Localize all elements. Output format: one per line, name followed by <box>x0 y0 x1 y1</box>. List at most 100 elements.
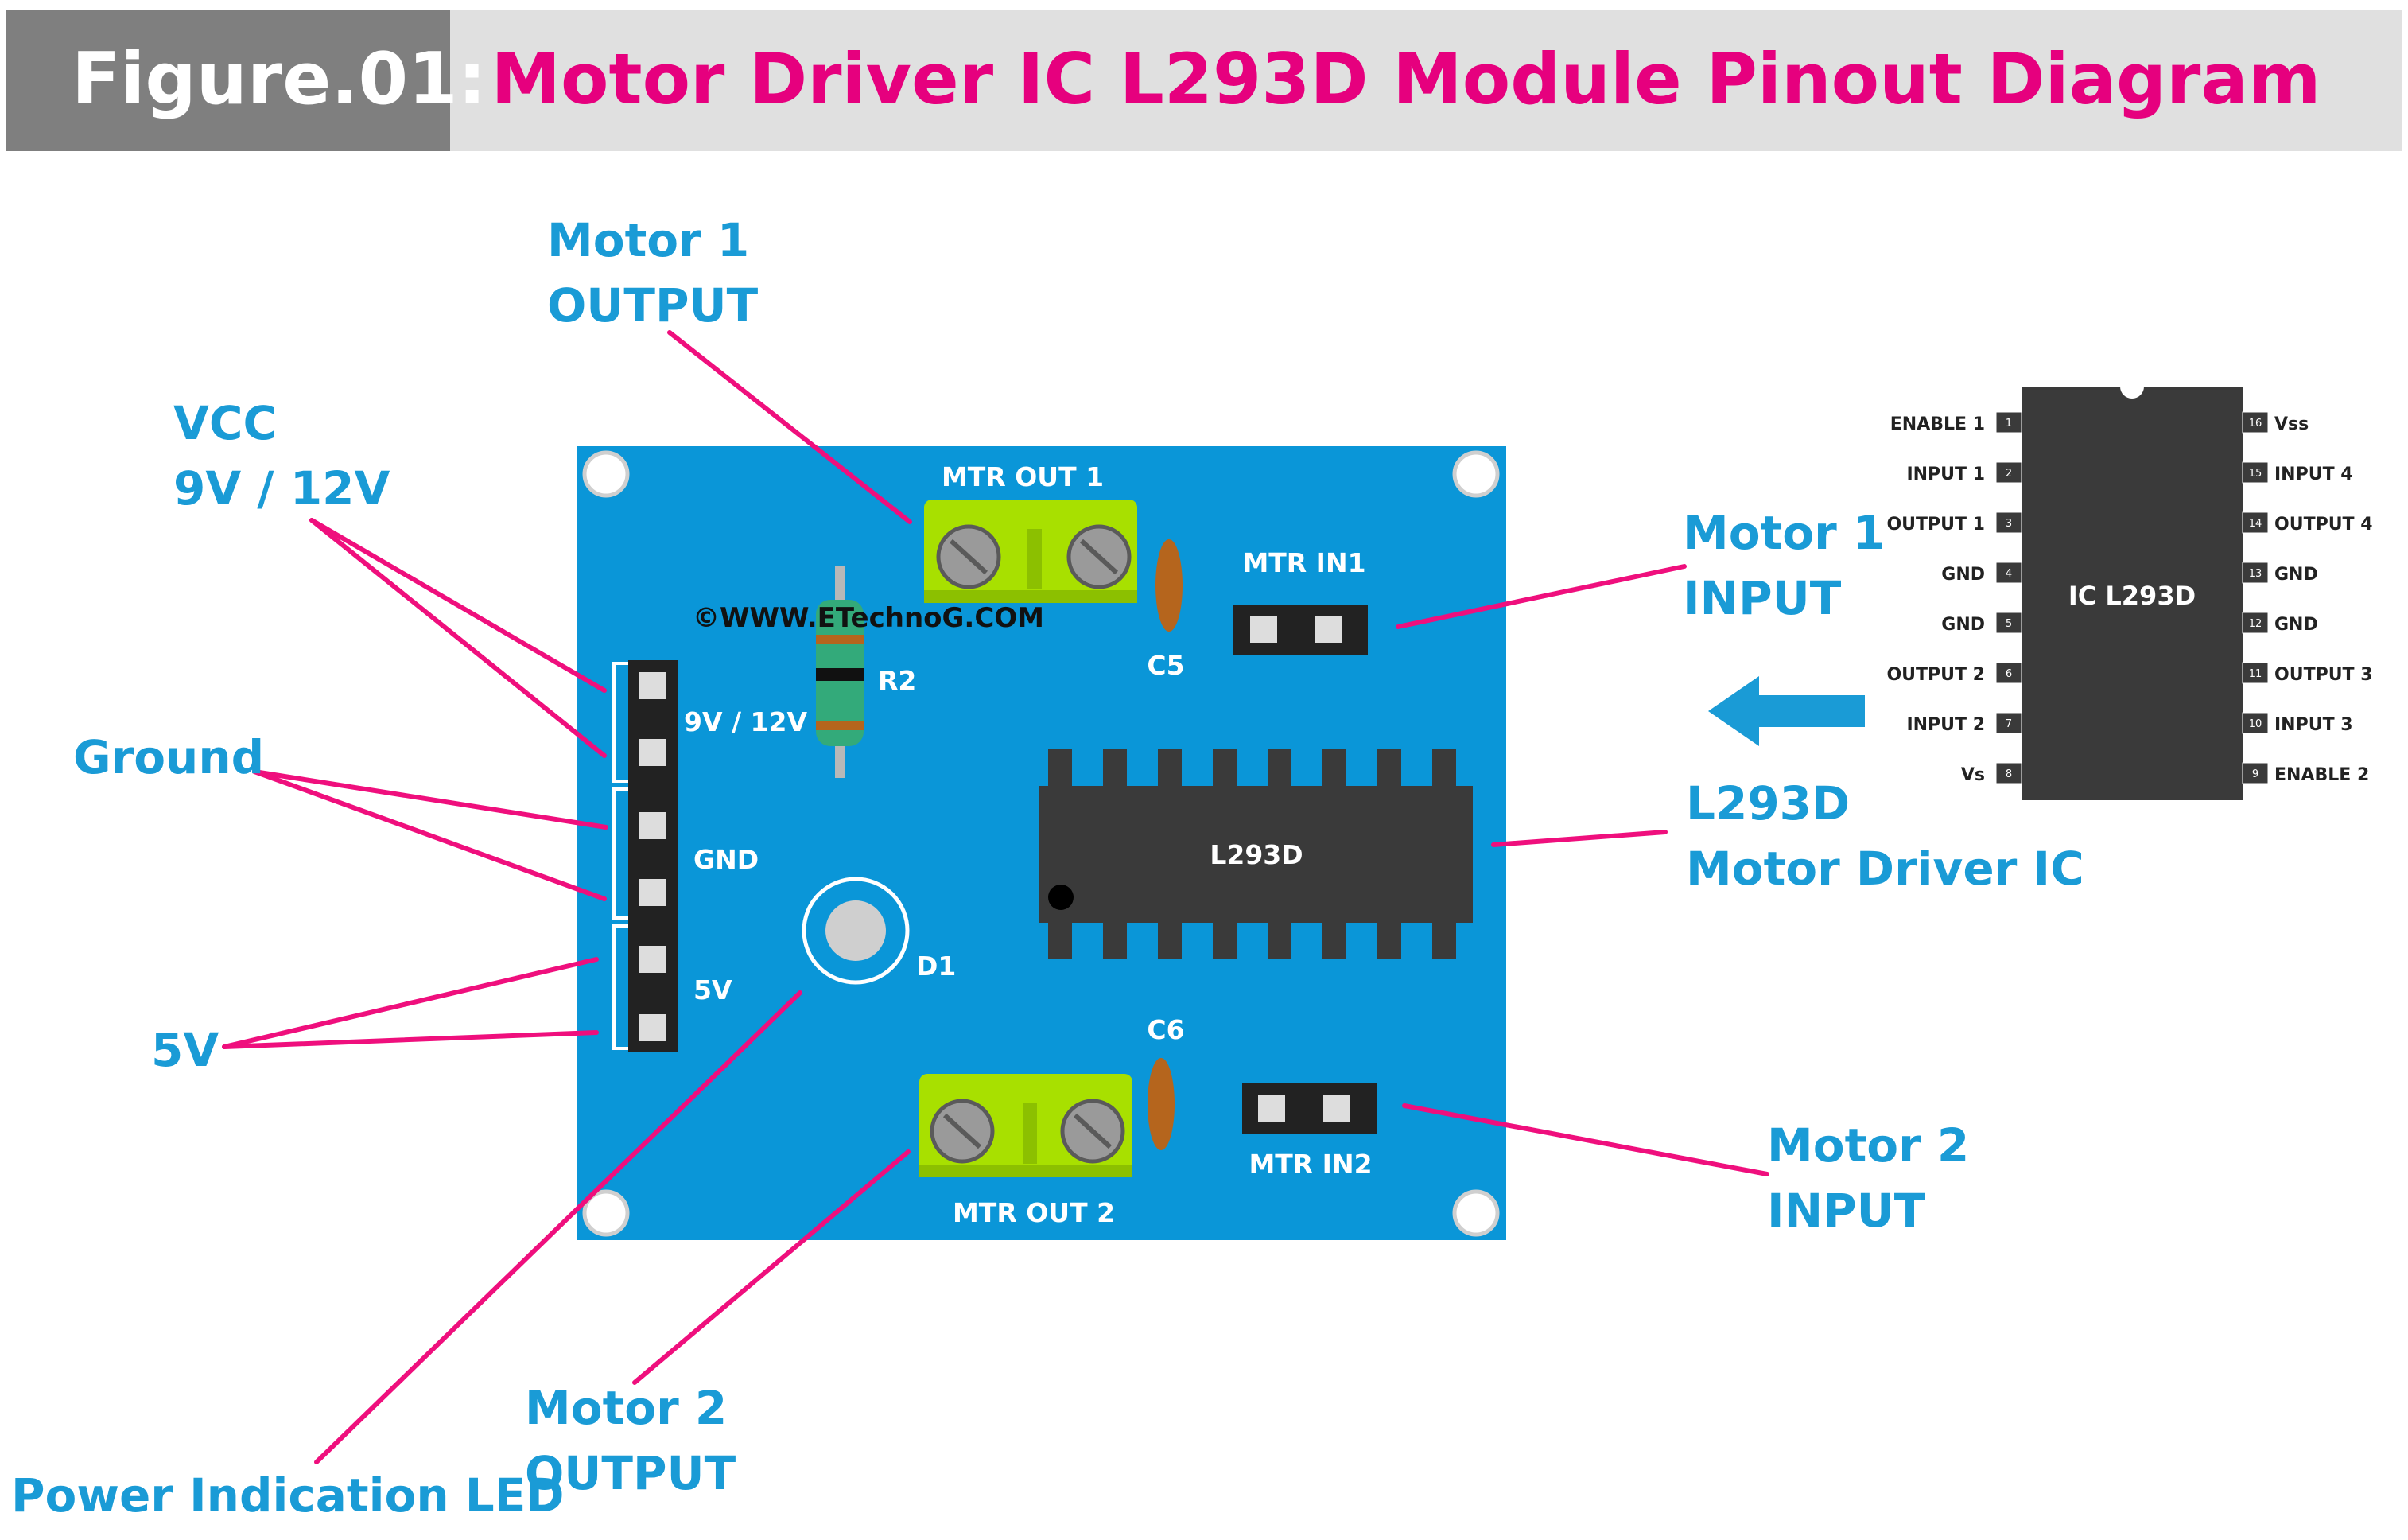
caption-vcc-line2: 9V / 12V <box>173 461 390 515</box>
mtr-in1-label: MTR IN1 <box>1242 547 1365 578</box>
pin-name: OUTPUT 1 <box>1886 515 1985 535</box>
mounting-hole-tr <box>1452 450 1500 498</box>
pin-6 <box>1995 662 2022 684</box>
c6-label: C6 <box>1147 1014 1184 1045</box>
pin-number: 9 <box>2252 768 2258 780</box>
pin-9 <box>2242 762 2269 784</box>
pin-name: INPUT 2 <box>1906 715 1985 735</box>
screw-slot <box>942 1113 982 1149</box>
pin-number: 16 <box>2249 418 2262 430</box>
ic-notch <box>2120 387 2144 399</box>
led-d1 <box>825 900 886 961</box>
pin-10 <box>2242 712 2269 734</box>
title-bar-bg <box>450 10 2402 151</box>
caption-motor2-input-line2: INPUT <box>1767 1184 1926 1238</box>
bracket-9v <box>612 662 628 783</box>
header-pin <box>639 812 666 839</box>
resistor-r2 <box>816 566 864 778</box>
bracket-5v <box>612 924 628 1050</box>
watermark: ©WWW.ETechnoG.COM <box>693 602 1044 634</box>
board-ic-chip <box>1039 749 1473 959</box>
mtr-in2-label: MTR IN2 <box>1249 1149 1372 1180</box>
ic-leg <box>1322 923 1346 959</box>
pin1-dot <box>1048 885 1074 910</box>
leader-motor1-output <box>667 330 912 524</box>
leader-ground-a <box>252 769 608 830</box>
pin-number: 15 <box>2249 468 2262 480</box>
mounting-hole-tl <box>582 450 630 498</box>
pin-3 <box>1995 511 2022 534</box>
ic-leg <box>1103 749 1127 786</box>
caption-motor1-input-line2: INPUT <box>1683 571 1842 625</box>
arrow-left-icon <box>1708 676 1865 746</box>
pin-name: ENABLE 2 <box>2274 765 2369 785</box>
ic-leg <box>1048 923 1072 959</box>
capacitor-c6 <box>1148 1058 1175 1150</box>
terminal-divider <box>1027 529 1042 589</box>
resistor-band <box>816 721 864 730</box>
pin-2 <box>1995 461 2022 484</box>
ic-leg <box>1432 923 1456 959</box>
screw-slot <box>1079 539 1119 575</box>
pin-number: 13 <box>2249 568 2262 580</box>
mounting-hole-bl <box>582 1189 630 1237</box>
terminal-block-mtr-out-2 <box>919 1074 1132 1177</box>
pin-8 <box>1995 762 2022 784</box>
leader-vcc-b <box>309 518 607 758</box>
leader-motor2-input <box>1402 1103 1769 1176</box>
terminal-block-mtr-out-1 <box>924 500 1137 603</box>
r2-label: R2 <box>878 665 916 696</box>
leader-5v-b <box>222 1030 599 1049</box>
header-mtr-in1 <box>1233 605 1368 655</box>
pin-name: GND <box>1941 615 1985 635</box>
terminal-edge <box>919 1165 1132 1177</box>
pin-name: ENABLE 1 <box>1890 414 1985 434</box>
pin-name: GND <box>2274 615 2318 635</box>
power-header-body <box>628 660 678 1052</box>
ic-leg <box>1432 749 1456 786</box>
c5-label: C5 <box>1147 650 1184 681</box>
pin-name: Vss <box>2274 414 2309 434</box>
ic-leg <box>1158 923 1182 959</box>
pin-name: INPUT 4 <box>2274 465 2353 484</box>
pin-number: 6 <box>2006 668 2012 680</box>
terminal-edge <box>924 590 1137 603</box>
leader-motor2-output <box>632 1149 911 1385</box>
ic-leg <box>1268 749 1291 786</box>
pin-11 <box>2242 662 2269 684</box>
pin-1 <box>1995 411 2022 434</box>
pin-number: 4 <box>2006 568 2012 580</box>
ic-leg <box>1322 749 1346 786</box>
figure-label: Figure.01: <box>72 37 487 121</box>
leader-vcc-a <box>309 518 607 693</box>
pin-14 <box>2242 511 2269 534</box>
pin-number: 1 <box>2006 418 2012 430</box>
module-board: MTR OUT 1 MTR OUT 2 C5 C6 R2 ©WWW.ETechn… <box>577 446 1506 1240</box>
header: Figure.01: Motor Driver IC L293D Module … <box>6 10 2402 151</box>
ic-leg <box>1377 923 1401 959</box>
ic-leg <box>1377 749 1401 786</box>
header-pin <box>1250 616 1277 643</box>
ic-leg <box>1213 749 1237 786</box>
screw-slot <box>1073 1113 1113 1149</box>
header-pin <box>639 946 666 973</box>
captions: Motor 1 OUTPUT VCC 9V / 12V Ground 5V Po… <box>11 213 2084 1522</box>
ic-leg <box>1048 749 1072 786</box>
header-pin <box>639 739 666 766</box>
header-pin <box>639 879 666 906</box>
pin-name: INPUT 1 <box>1906 465 1985 484</box>
power-header <box>612 660 678 1052</box>
caption-ground: Ground <box>73 730 264 784</box>
pin-number: 2 <box>2006 468 2012 480</box>
caption-motor1-output-line2: OUTPUT <box>547 278 759 332</box>
pin-number: 3 <box>2006 518 2012 530</box>
header-pin <box>639 672 666 699</box>
terminal-divider <box>1023 1103 1037 1164</box>
pin-number: 8 <box>2006 768 2012 780</box>
led-ring <box>802 877 910 985</box>
resistor-band <box>816 635 864 644</box>
caption-l293d-line2: Motor Driver IC <box>1686 842 2084 896</box>
header-mtr-in2 <box>1242 1083 1377 1134</box>
